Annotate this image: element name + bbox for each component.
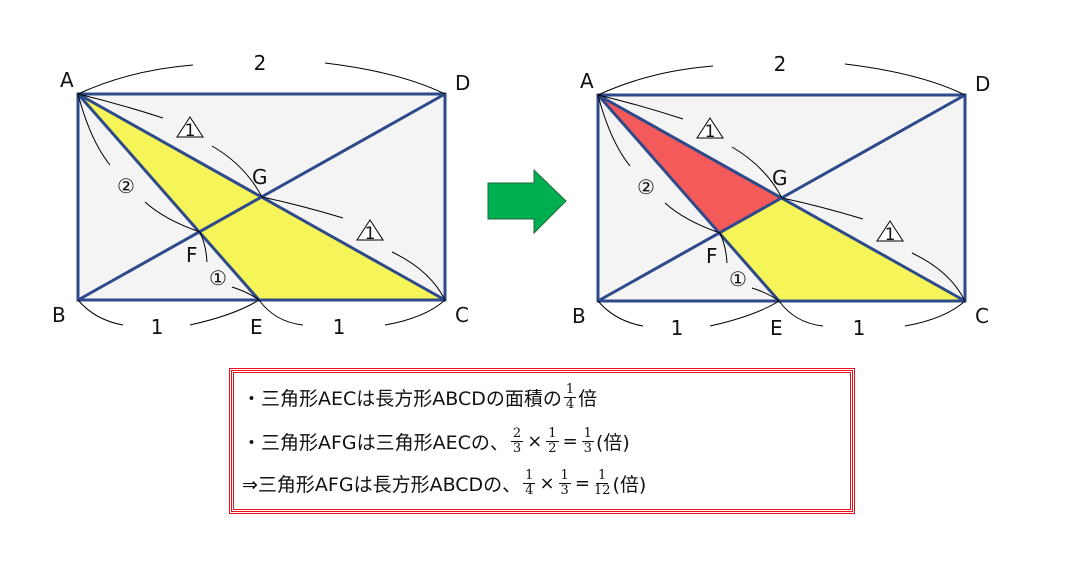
length-ad: 2: [774, 52, 787, 76]
numerator: 1: [546, 426, 559, 442]
brace-fe: [199, 231, 260, 301]
figure-right: 1 1 ② ① A D B C E F G 2 1 1: [572, 52, 990, 340]
length-ec: 1: [853, 316, 866, 340]
label-a: A: [580, 69, 594, 93]
label-g: G: [252, 165, 268, 189]
label-g: G: [772, 166, 788, 190]
denominator: 2: [548, 441, 557, 456]
ratio-af: ②: [637, 175, 655, 199]
triangle-marker-ag: [176, 116, 204, 138]
label-d: D: [455, 71, 470, 95]
brace-fe: [719, 232, 780, 302]
segment-ae: [596, 94, 781, 302]
ratio-af: ②: [117, 174, 135, 198]
brace-ag: [597, 94, 783, 199]
label-a: A: [60, 68, 74, 92]
segment-ae: [76, 93, 261, 301]
triangle-marker-gc: [876, 220, 904, 242]
operator: ×: [527, 431, 543, 452]
brace-gc: [261, 196, 446, 301]
label-c: C: [455, 303, 469, 327]
line-text: ・三角形AFGは三角形AECの、: [242, 432, 509, 454]
brace-bc: [597, 300, 966, 327]
operator: =: [562, 431, 578, 452]
length-be: 1: [671, 316, 684, 340]
length-ec: 1: [333, 315, 346, 339]
denominator: 4: [525, 483, 534, 498]
brace-af: [597, 94, 721, 234]
numerator: 2: [510, 426, 524, 442]
ratio-ag: 1: [185, 121, 196, 141]
operator: =: [574, 473, 590, 494]
numerator: 1: [558, 468, 571, 484]
length-be: 1: [151, 315, 164, 339]
right-arrow-icon: [487, 168, 567, 235]
label-c: C: [975, 304, 989, 328]
suffix: (倍): [595, 432, 630, 454]
length-ad: 2: [254, 51, 267, 75]
brace-af: [77, 93, 201, 233]
label-b: B: [52, 303, 66, 327]
ratio-fe: ①: [729, 267, 747, 291]
triangle-afg: [598, 95, 782, 233]
label-d: D: [975, 72, 990, 96]
brace-bc: [77, 299, 446, 326]
ratio-gc: 1: [885, 225, 896, 245]
label-f: F: [706, 244, 718, 268]
brace-ad: [597, 63, 966, 96]
operator: ×: [539, 473, 555, 494]
numerator: 1: [563, 382, 577, 398]
brace-ag: [77, 93, 263, 198]
line-text: ・三角形AECは長方形ABCDの面積の: [242, 388, 562, 410]
figure-left: 1 1 ② ① A D B C E F G 2 1 1: [52, 51, 470, 339]
suffix: 倍: [578, 388, 598, 410]
denominator: 3: [583, 441, 592, 456]
label-e: E: [770, 316, 783, 340]
numerator: 1: [581, 426, 594, 442]
triangle-marker-ag: [696, 117, 724, 139]
rectangle-outline: [596, 93, 967, 303]
line-text: ⇒三角形AFGは長方形ABCDの、: [242, 474, 522, 496]
brace-gc: [781, 197, 966, 302]
denominator: 3: [512, 441, 522, 456]
label-f: F: [186, 243, 198, 267]
denominator: 12: [593, 483, 611, 498]
triangle-marker-gc: [356, 219, 384, 241]
ratio-gc: 1: [365, 224, 376, 244]
numerator: 1: [596, 468, 609, 484]
label-b: B: [572, 304, 586, 328]
denominator: 4: [565, 397, 575, 412]
ratio-ag: 1: [705, 122, 716, 142]
numerator: 1: [523, 468, 536, 484]
label-e: E: [250, 315, 263, 339]
brace-ad: [77, 62, 446, 95]
rectangle-outline: [76, 92, 447, 302]
ratio-fe: ①: [209, 266, 227, 290]
denominator: 3: [560, 483, 569, 498]
suffix: (倍): [612, 474, 647, 496]
